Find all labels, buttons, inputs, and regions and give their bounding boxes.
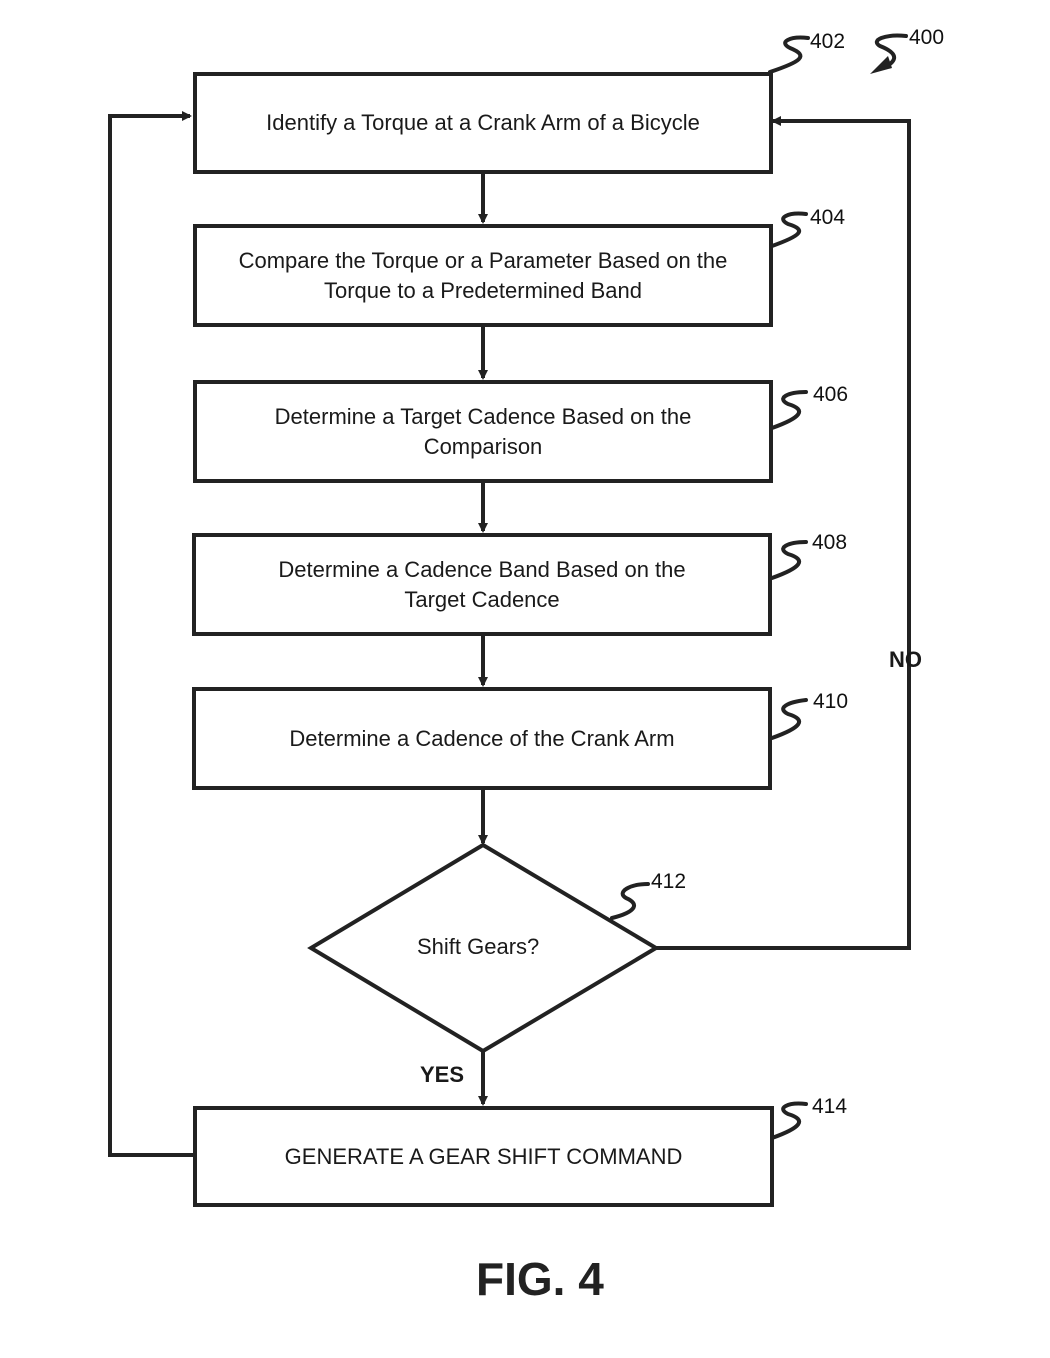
ref-leader-404 bbox=[770, 211, 808, 248]
ref-leader-412 bbox=[610, 882, 650, 920]
step-402-text: Identify a Torque at a Crank Arm of a Bi… bbox=[266, 110, 700, 135]
ref-leader-406 bbox=[770, 390, 808, 430]
step-408-box: Determine a Cadence Band Based on the Ta… bbox=[192, 533, 772, 636]
ref-leader-410 bbox=[770, 698, 808, 740]
step-402-box: Identify a Torque at a Crank Arm of a Bi… bbox=[193, 72, 773, 174]
arrow-return-loop bbox=[108, 111, 194, 1157]
decision-text: Shift Gears? bbox=[417, 934, 540, 959]
ref-412: 412 bbox=[651, 870, 687, 893]
ref-leader-402 bbox=[768, 35, 810, 74]
step-404-text: Compare the Torque or a Parameter Based … bbox=[238, 247, 728, 303]
ref-402: 402 bbox=[810, 30, 846, 53]
ref-400: 400 bbox=[909, 26, 945, 49]
no-label: NO bbox=[889, 647, 922, 672]
yes-label: YES bbox=[420, 1062, 465, 1087]
ref-leader-400 bbox=[874, 33, 908, 66]
ref-404: 404 bbox=[810, 206, 846, 229]
step-414-box: GENERATE A GEAR SHIFT COMMAND bbox=[193, 1106, 774, 1207]
ref-leader-414 bbox=[770, 1101, 808, 1140]
ref-410: 410 bbox=[813, 690, 849, 713]
ref-408: 408 bbox=[812, 531, 848, 554]
ref-400-arrowhead bbox=[870, 56, 892, 74]
step-406-box: Determine a Target Cadence Based on the … bbox=[193, 380, 773, 483]
arrow-no-loop bbox=[656, 116, 911, 950]
step-406-text: Determine a Target Cadence Based on the … bbox=[274, 403, 692, 459]
ref-406: 406 bbox=[813, 383, 849, 406]
figure-label: FIG. 4 bbox=[476, 1253, 604, 1305]
decision-diamond bbox=[307, 842, 660, 1054]
ref-leader-408 bbox=[770, 540, 808, 580]
step-404-box: Compare the Torque or a Parameter Based … bbox=[193, 224, 773, 327]
step-410-box: Determine a Cadence of the Crank Arm bbox=[192, 687, 772, 790]
step-414-text: GENERATE A GEAR SHIFT COMMAND bbox=[284, 1143, 683, 1169]
step-410-text: Determine a Cadence of the Crank Arm bbox=[289, 725, 675, 751]
ref-414: 414 bbox=[812, 1095, 848, 1118]
step-408-text: Determine a Cadence Band Based on the Ta… bbox=[278, 556, 686, 612]
